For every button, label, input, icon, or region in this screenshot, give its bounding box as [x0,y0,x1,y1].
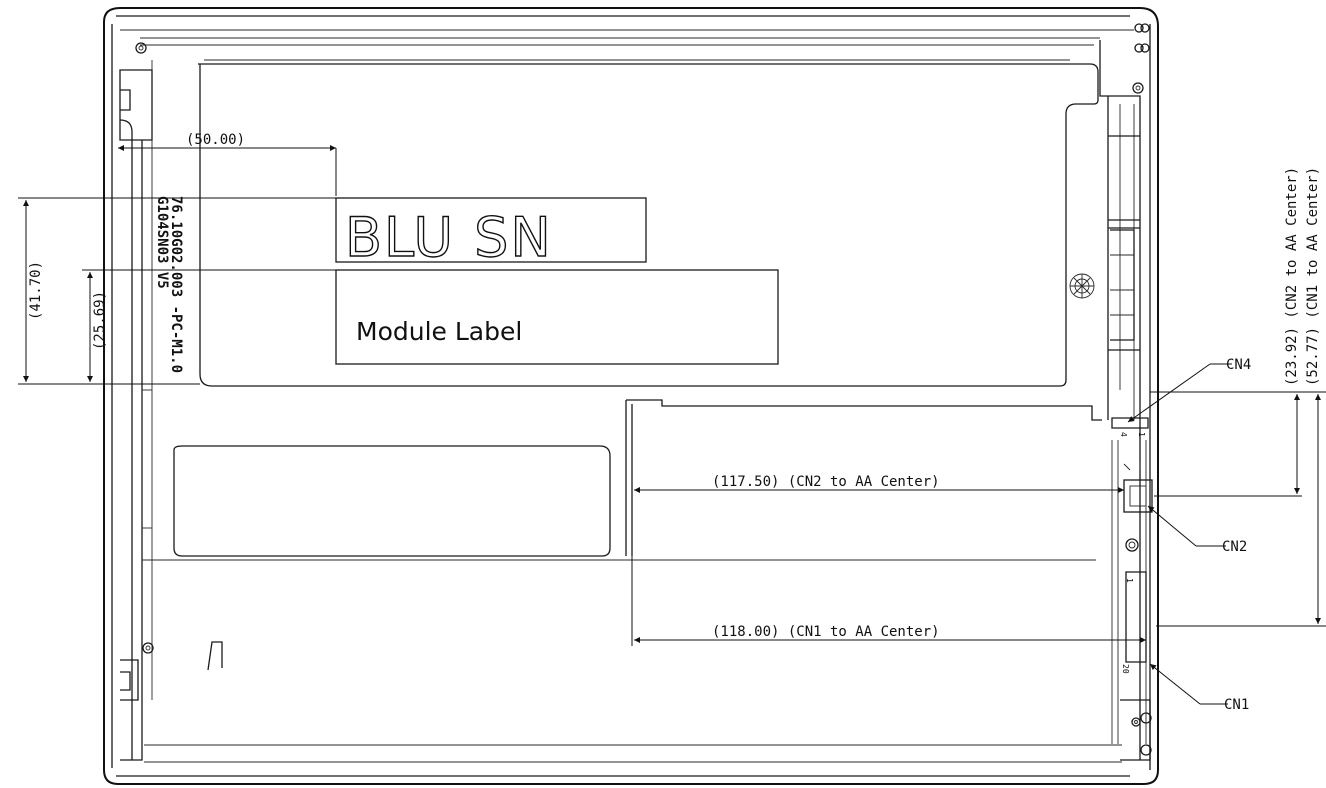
pin-label-1a: 1 [1137,432,1146,437]
leader-cn1: CN1 [1149,663,1249,713]
dim-23-92: (23.92) (CN2 to AA Center) [1150,167,1326,497]
dim-117-50-label: (117.50) (CN2 to AA Center) [712,474,940,490]
blu-sn-label: BLU SN [345,206,553,269]
part-number-line2: G104SN03 V5 [154,196,170,289]
pin-label-1b: 1 [1125,578,1134,583]
outer-frame [103,7,1159,785]
dim-52-77: (52.77) (CN1 to AA Center) [1156,167,1326,627]
part-number: 76.10G02.003 -PC-M1.0 G104SN03 V5 [154,196,184,373]
pin-label-4: 4 [1119,432,1128,437]
dim-25-69: (25.69) [82,269,336,382]
dim-50-label: (50.00) [186,132,245,148]
dim-23-92-label: (23.92) (CN2 to AA Center) [1284,167,1300,386]
module-label-text: Module Label [356,317,522,346]
part-number-line1: 76.10G02.003 -PC-M1.0 [168,196,184,373]
dim-117-50: (117.50) (CN2 to AA Center) [634,474,1124,493]
dim-52-77-label: (52.77) (CN1 to AA Center) [1305,167,1321,386]
label-boxes: BLU SN Module Label [335,197,779,365]
upper-panel [198,59,1099,387]
cn1-label: CN1 [1224,697,1249,713]
dim-41-70: (41.70) [18,197,336,385]
leader-cn2: CN2 [1147,505,1247,555]
screw-holes [135,23,1152,756]
small-marks: 4 1 1 20 [207,273,1146,674]
dim-118-00-label: (118.00) (CN1 to AA Center) [712,624,940,640]
dim-118-00: (118.00) (CN1 to AA Center) [631,556,1146,646]
pin-label-20: 20 [1121,664,1130,674]
leader-cn4: CN4 [1127,357,1251,423]
lower-board [173,399,1113,744]
cn2-label: CN2 [1222,539,1247,555]
dim-50: (50.00) [118,132,337,196]
dim-41-70-label: (41.70) [28,261,44,320]
connector-cn2-body [1123,479,1153,513]
cn4-label: CN4 [1226,357,1251,373]
dim-25-69-label: (25.69) [92,291,108,350]
